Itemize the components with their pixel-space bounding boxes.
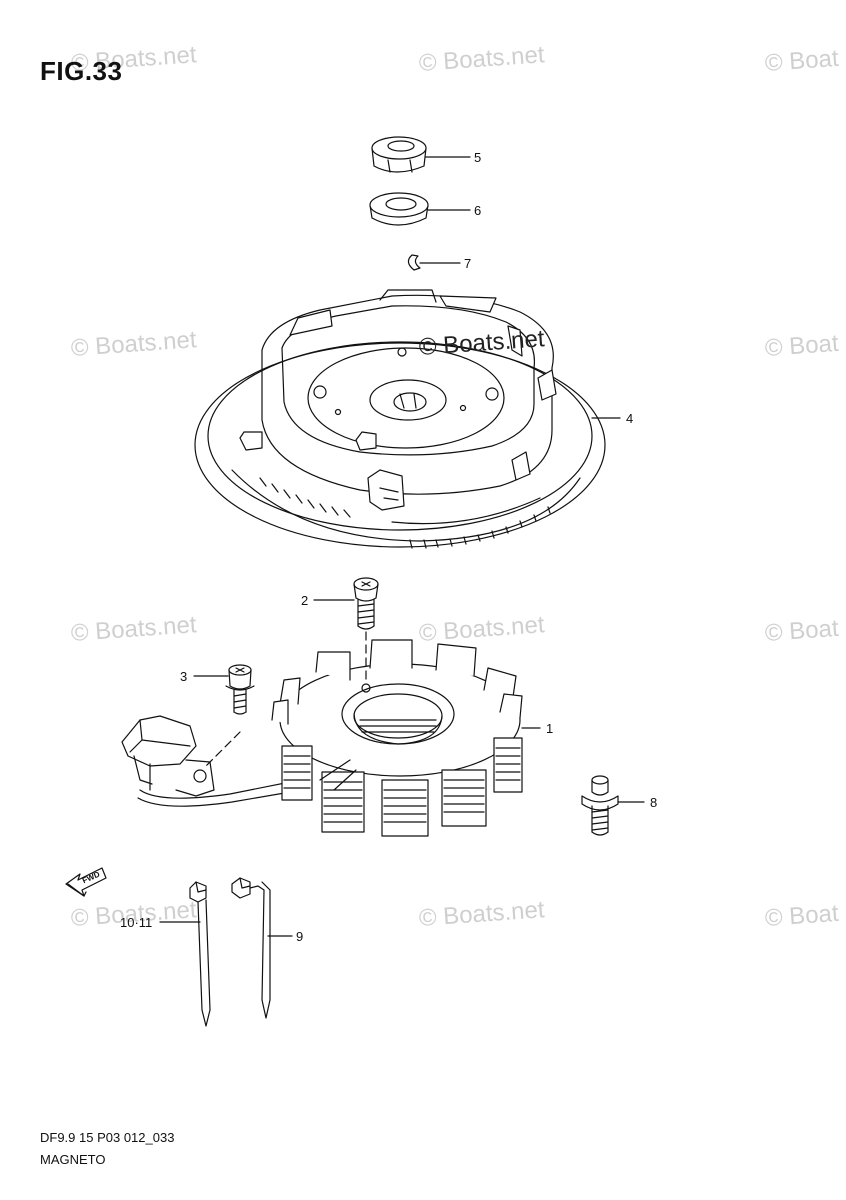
bolt-part-3[interactable]: [226, 665, 254, 714]
callout-label-9[interactable]: 9: [296, 929, 304, 944]
callout-label-6[interactable]: 6: [474, 203, 482, 218]
washer-part-6[interactable]: [370, 193, 428, 225]
key-part-7[interactable]: [408, 255, 420, 270]
nut-part-5[interactable]: [372, 137, 426, 172]
stator-part-1[interactable]: [122, 640, 522, 836]
callout-label-3[interactable]: 3: [180, 669, 188, 684]
callout-label-7[interactable]: 7: [464, 256, 472, 271]
callout-label-2[interactable]: 2: [301, 593, 309, 608]
callout-label-10-11[interactable]: 10·11: [120, 915, 153, 930]
figure-code: DF9.9 15 P03 012_033: [40, 1130, 175, 1145]
figure-title: FIG.33: [40, 56, 123, 86]
figure-name: MAGNETO: [40, 1152, 106, 1167]
callout-label-1[interactable]: 1: [546, 721, 554, 736]
assembly-line-3: [204, 732, 240, 768]
callout-label-4[interactable]: 4: [626, 411, 634, 426]
callout-label-8[interactable]: 8: [650, 795, 658, 810]
cable-tie-part-9[interactable]: [232, 878, 270, 1018]
screw-part-2[interactable]: [354, 578, 378, 629]
callout-label-5[interactable]: 5: [474, 150, 482, 165]
cable-tie-part-10-11[interactable]: [190, 882, 210, 1026]
bolt-part-8[interactable]: [582, 776, 618, 835]
forward-direction-arrow: [66, 868, 106, 896]
flywheel-rotor-part-4[interactable]: [195, 290, 605, 548]
